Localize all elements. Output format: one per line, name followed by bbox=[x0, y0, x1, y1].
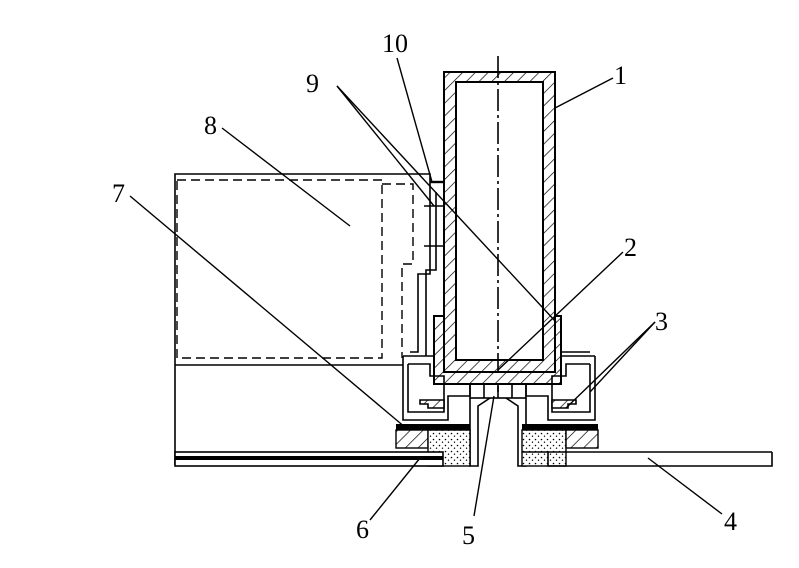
label-9: 9 bbox=[306, 69, 319, 98]
joint-piece-5 bbox=[469, 383, 527, 467]
label-10: 10 bbox=[382, 29, 408, 58]
label-7: 7 bbox=[112, 179, 125, 208]
label-2: 2 bbox=[624, 233, 637, 262]
clip-profiles-3 bbox=[402, 355, 596, 421]
glass-pane-6 bbox=[174, 451, 444, 467]
label-3: 3 bbox=[655, 307, 668, 336]
gaskets-7 bbox=[395, 424, 599, 467]
panel-block-8 bbox=[174, 173, 431, 465]
label-5: 5 bbox=[462, 521, 475, 550]
glass-pane-4 bbox=[522, 451, 773, 467]
label-8: 8 bbox=[204, 111, 217, 140]
leader-lines bbox=[129, 57, 723, 521]
label-4: 4 bbox=[724, 507, 737, 536]
label-6: 6 bbox=[356, 515, 369, 544]
label-1: 1 bbox=[614, 61, 627, 90]
hollow-tube-1 bbox=[443, 56, 556, 392]
